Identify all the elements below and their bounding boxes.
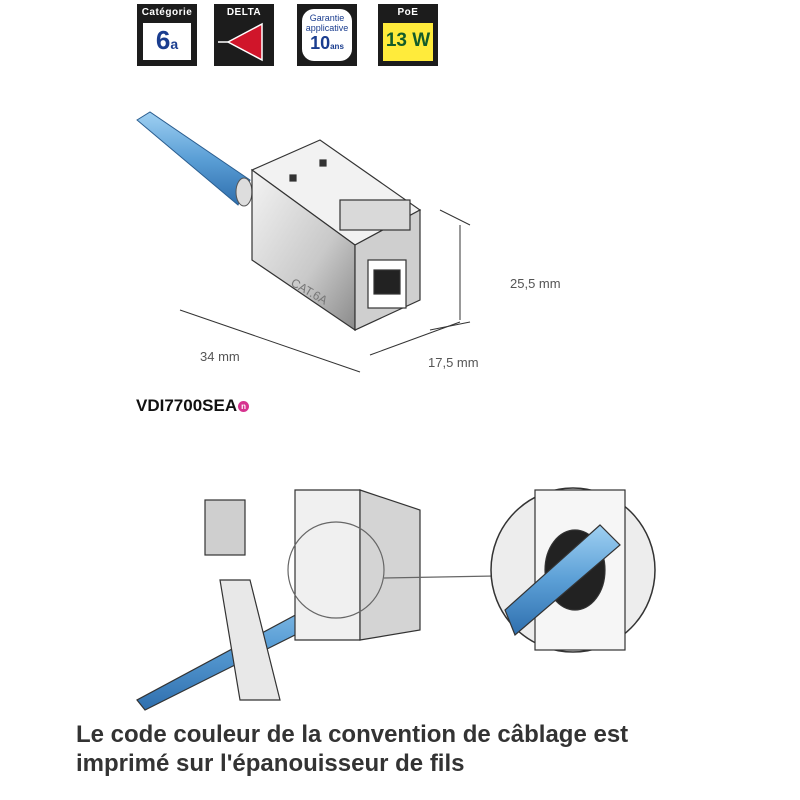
width-dimension-label: 17,5 mm [428, 355, 479, 370]
poe-badge: PoE 13 W [378, 4, 438, 66]
connector-illustration [250, 139, 422, 332]
length-dimension-label: 34 mm [200, 349, 240, 364]
delta-triangle-icon [218, 22, 263, 62]
category-6a-badge: Catégorie 6a [137, 4, 197, 66]
delta-badge: DELTA [214, 4, 274, 66]
cable-illustration [136, 111, 253, 207]
installation-illustration [136, 487, 656, 711]
dimension-lines [179, 209, 471, 373]
height-dimension-label: 25,5 mm [510, 276, 561, 291]
warranty-badge: Garantie applicative 10ans [297, 4, 357, 66]
caption: Le code couleur de la convention de câbl… [76, 721, 629, 777]
new-marker-icon: n [238, 401, 250, 413]
